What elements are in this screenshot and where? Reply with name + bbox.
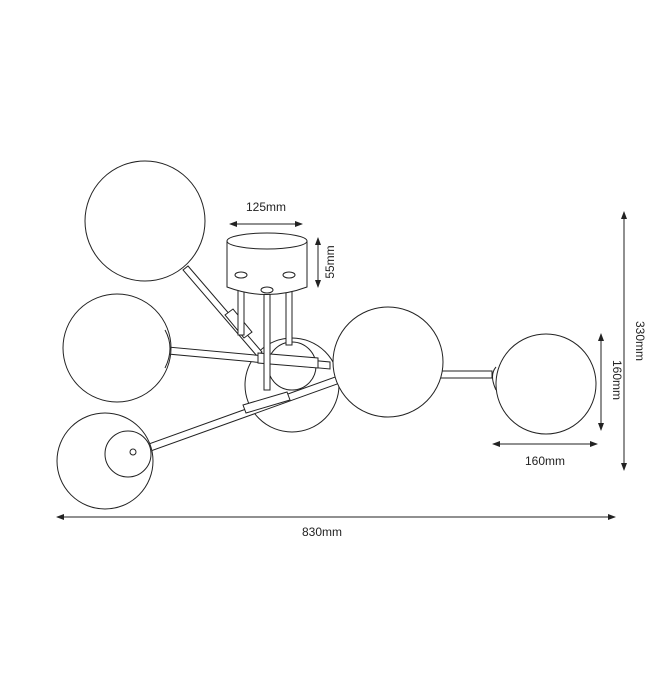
canopy <box>226 232 308 295</box>
globe-top-left <box>84 160 206 282</box>
globe-width-label: 160mm <box>525 454 565 468</box>
total-width-label: 830mm <box>302 525 342 539</box>
total-height-label: 330mm <box>633 321 647 361</box>
globe-height-label: 160mm <box>610 360 624 400</box>
globe-right <box>495 333 597 435</box>
canopy-height-label: 55mm <box>323 245 337 278</box>
globe-center-right <box>332 306 444 418</box>
globe-left <box>62 293 172 403</box>
globe-bottom-left <box>56 412 154 510</box>
socket-bottom-left <box>104 430 152 478</box>
canopy-width-label: 125mm <box>246 200 286 214</box>
